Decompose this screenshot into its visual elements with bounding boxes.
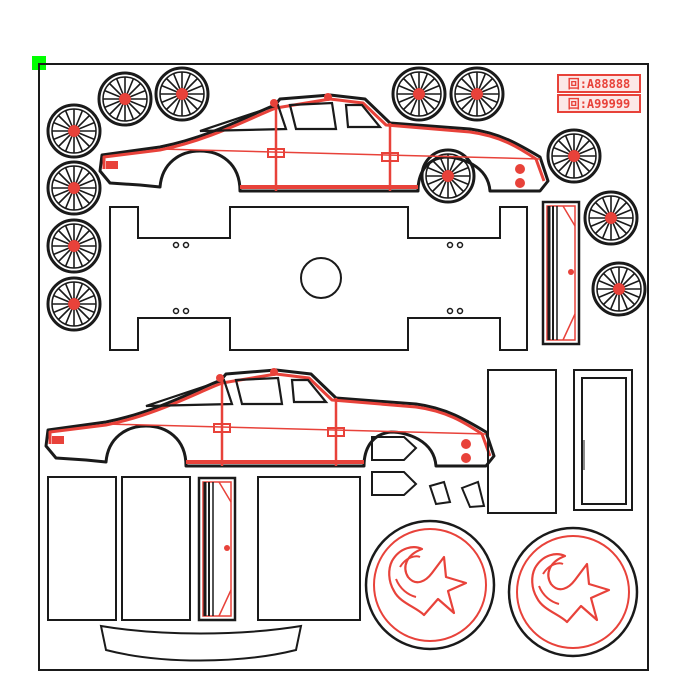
small-brackets	[371, 436, 486, 509]
wheel-icon	[583, 190, 639, 246]
license-plate-text: 回:A88888	[568, 77, 631, 91]
car-side-bottom	[44, 366, 496, 468]
wheel-icon	[591, 261, 647, 317]
chassis-plate	[109, 206, 528, 351]
license-plate	[557, 74, 641, 93]
wheel-icon	[449, 66, 505, 122]
wheel-icon	[97, 71, 153, 127]
wheel-icon	[46, 218, 102, 274]
wheel-icon	[154, 66, 210, 122]
emblem-right	[507, 526, 639, 658]
wheel-icon	[546, 128, 602, 184]
door-panel-bottom	[197, 476, 237, 622]
license-plate-group: 回:A88888 回:A99999	[557, 74, 641, 113]
wheel-icon	[391, 66, 447, 122]
lower-panels	[47, 476, 361, 662]
wheel-icon	[46, 160, 102, 216]
sheet-border	[38, 63, 649, 671]
emblem-left	[364, 519, 496, 651]
wheel-icon	[46, 103, 102, 159]
license-plate	[557, 94, 641, 113]
chassis-center-hole	[300, 257, 342, 299]
window-panels	[487, 369, 633, 514]
license-plate-text: 回:A99999	[568, 97, 631, 111]
door-panel-right	[541, 200, 581, 346]
wheel-icon	[46, 276, 102, 332]
